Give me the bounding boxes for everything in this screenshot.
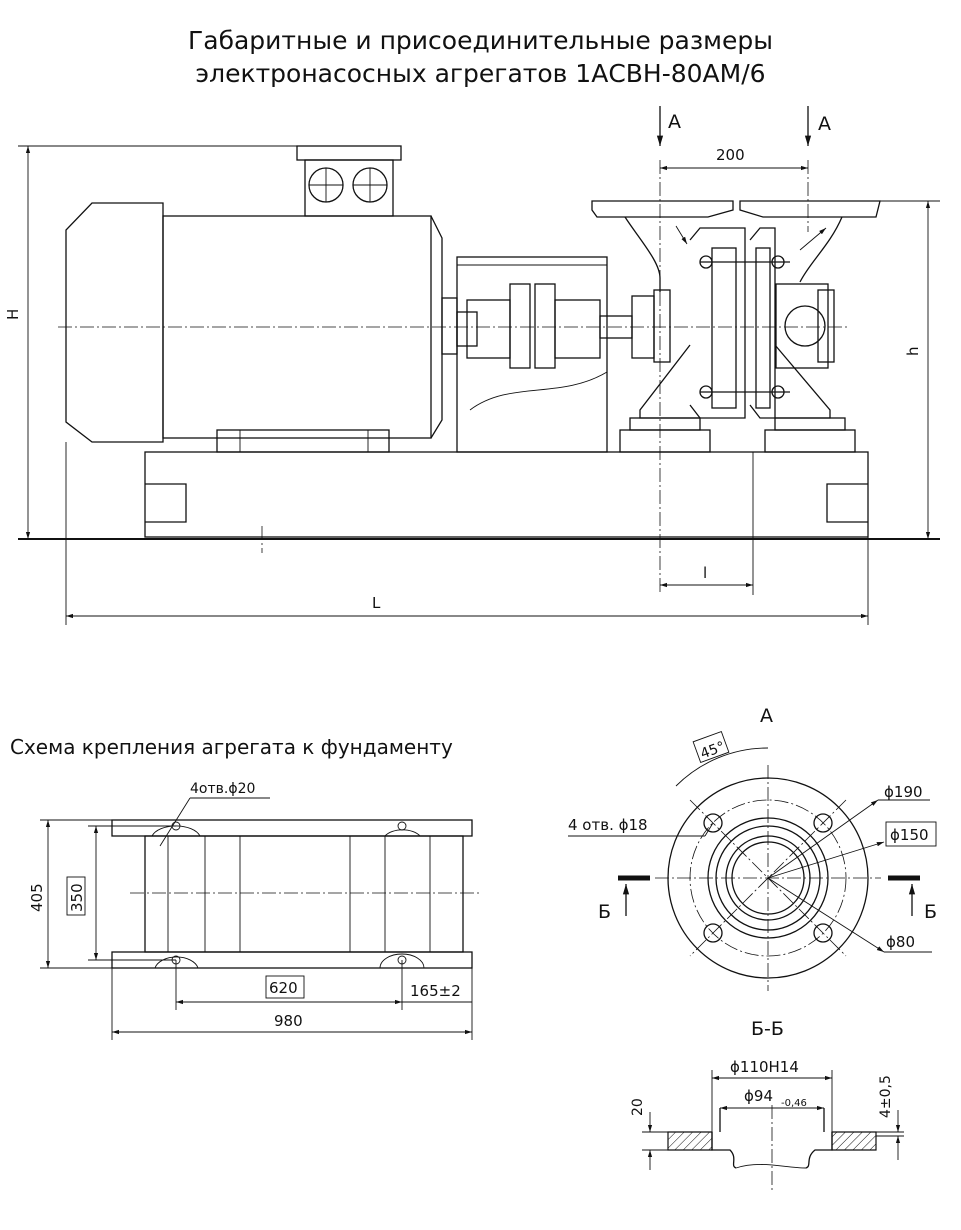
dim-165-text: 165±2 [410,982,461,1000]
d94-tolerance: -0,46 [781,1098,807,1109]
main-assembly-view: А А 200 H h l [4,106,940,625]
dim-axis-height: h [880,200,940,539]
angle-45-text: 45° [698,739,727,763]
foundation-holes-label: 4отв.ϕ20 [190,781,255,797]
section-b-label-right: Б [924,901,937,923]
anchor-holes [151,821,425,969]
d110-text: ϕ110Н14 [730,1058,799,1076]
section-bb: Б-Б ϕ110Н14 ϕ94 -0,46 20 4±0,5 [630,1018,904,1190]
d150-text: ϕ150 [890,826,929,844]
section-a-marks: А А [656,106,831,146]
dim-l: l [660,452,754,595]
section-a-label-left: А [668,111,681,133]
d190-text: ϕ190 [884,783,923,801]
foundation-scheme: Схема крепления агрегата к фундаменту 4о… [10,735,480,1040]
section-a-label-right: А [818,113,831,135]
section-b-label-left: Б [598,901,611,923]
flange-holes-label: 4 отв. ϕ18 [568,816,648,834]
dim-20-text: 20 [630,1098,646,1116]
dim-h-text: H [4,309,22,320]
title-line-1: Габаритные и присоединительные размеры [188,26,773,55]
dim-flange-spacing: 200 [660,146,808,171]
dim-L-text: L [372,594,381,612]
section-bb-title: Б-Б [751,1018,784,1040]
pump [591,200,881,453]
flange-view-title: А [760,705,773,727]
foundation-caption: Схема крепления агрегата к фундаменту [10,735,453,759]
dim-h-small-text: h [904,346,922,356]
drawing-title: Габаритные и присоединительные размеры э… [0,24,961,90]
base-frame [18,451,940,540]
d94-text: ϕ94 [744,1087,773,1105]
d80-text: ϕ80 [886,933,915,951]
dim-4-text: 4±0,5 [878,1075,894,1118]
dim-980-text: 980 [274,1012,303,1030]
dim-200-text: 200 [716,146,745,164]
dim-total-height: H [4,145,297,539]
dim-405-text: 405 [28,883,46,912]
dim-620-text: 620 [269,979,298,997]
dim-length: L [65,442,869,625]
motor [65,145,458,453]
flange-view-a: А 45° 4 отв. ϕ18 ϕ190 ϕ150 ϕ80 [568,705,937,991]
coupling [456,256,633,453]
dim-l-text: l [703,564,707,582]
dim-350-text: 350 [68,883,86,912]
title-line-2: электронасосных агрегатов 1АСВН-80АМ/6 [195,59,766,88]
